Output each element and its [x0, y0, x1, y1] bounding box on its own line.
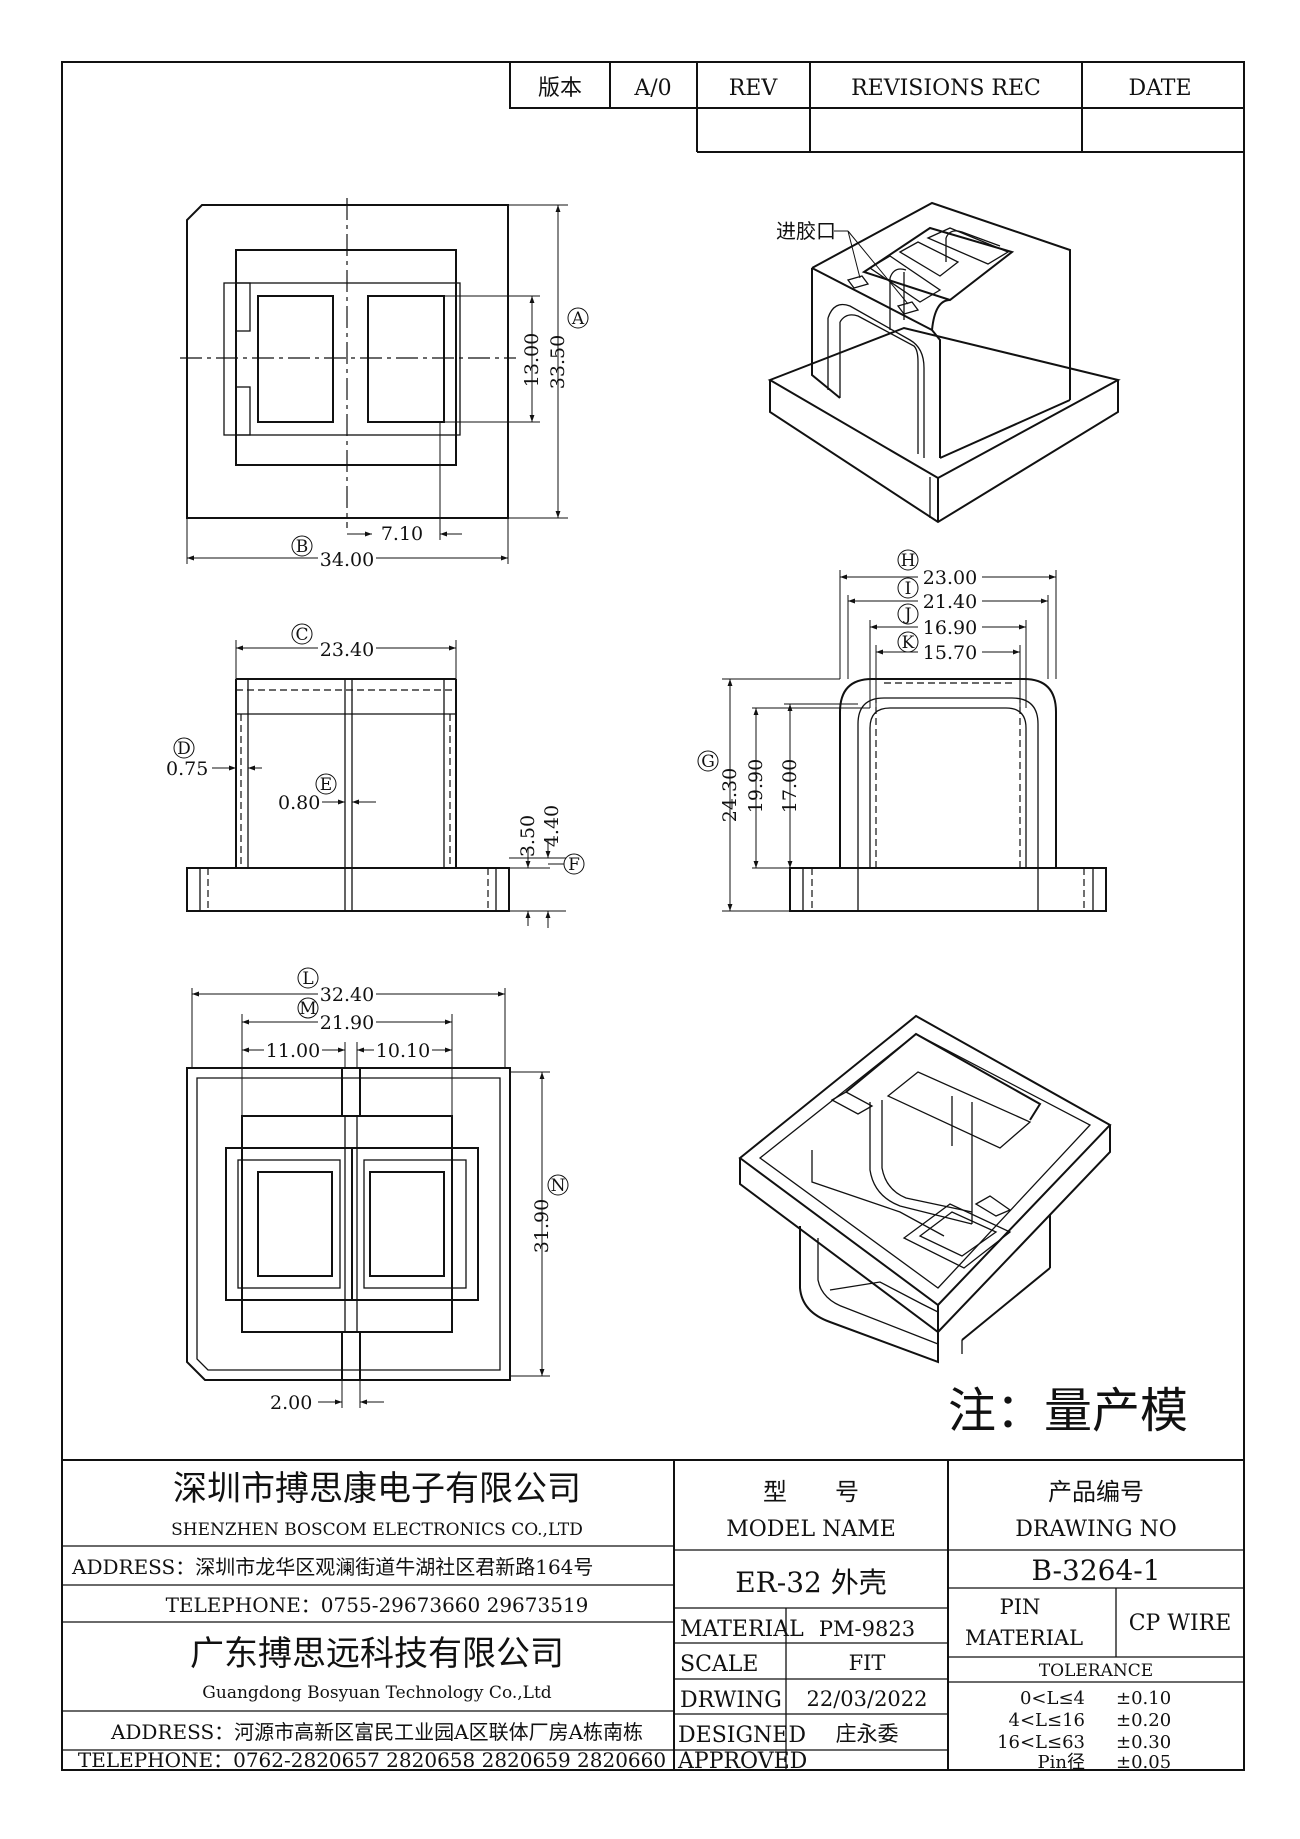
- approved-label: APPROVED: [677, 1749, 807, 1774]
- front-view: 23.40 C 0.75 D 0.80 E 3.50 4.40 F: [166, 623, 585, 928]
- dim-16.90: 16.90: [923, 617, 977, 639]
- tolerance-range: 0<L≤4: [1020, 1688, 1085, 1709]
- version-label: 版本: [538, 76, 582, 101]
- marker-K: K: [902, 633, 915, 653]
- dim-7.10: 7.10: [381, 523, 423, 545]
- company1-cn: 深圳市搏思康电子有限公司: [173, 1469, 581, 1509]
- model-en: MODEL NAME: [726, 1517, 896, 1542]
- marker-A: A: [571, 309, 585, 329]
- tolerance-list: 0<L≤4 ±0.10 4<L≤16 ±0.20 16<L≤63 ±0.30 P…: [997, 1688, 1171, 1773]
- top-view: 33.50 A 13.00 34.00 B 7.10: [180, 198, 589, 571]
- marker-J: J: [903, 605, 912, 625]
- dim-0.75: 0.75: [166, 758, 208, 780]
- marker-N: N: [551, 1176, 566, 1196]
- tolerance-value: ±0.20: [1116, 1710, 1171, 1731]
- drawing-en: DRAWING NO: [1015, 1517, 1177, 1542]
- marker-M: M: [299, 999, 316, 1019]
- dim-33.50: 33.50: [547, 335, 569, 389]
- material-label: MATERIAL: [680, 1617, 804, 1642]
- drawing-cn: 产品编号: [1048, 1478, 1144, 1506]
- dim-13.00: 13.00: [521, 333, 543, 387]
- side-view: 23.00 H 21.40 I 16.90 J 15.70 K 24.30 G: [697, 549, 1107, 912]
- designed-value: 庄永委: [836, 1722, 899, 1746]
- dim-0.80: 0.80: [278, 792, 320, 814]
- marker-D: D: [177, 739, 191, 759]
- tolerance-range: 4<L≤16: [1009, 1710, 1085, 1731]
- marker-I: I: [905, 579, 912, 599]
- address2: ADDRESS：河源市高新区富民工业园A区联体厂房A栋南栋: [110, 1720, 643, 1744]
- dim-31.90: 31.90: [531, 1199, 553, 1253]
- telephone1: TELEPHONE：0755-29673660 29673519: [166, 1593, 589, 1617]
- dim-10.10: 10.10: [376, 1040, 430, 1062]
- dim-15.70: 15.70: [923, 642, 977, 664]
- marker-B: B: [296, 537, 309, 557]
- designed-label: DESIGNED: [678, 1723, 806, 1748]
- material-value: PM-9823: [819, 1617, 915, 1641]
- dim-24.30: 24.30: [719, 768, 741, 822]
- dim-2.00: 2.00: [270, 1392, 312, 1414]
- company1-en: SHENZHEN BOSCOM ELECTRONICS CO.,LTD: [171, 1520, 583, 1540]
- company2-en: Guangdong Bosyuan Technology Co.,Ltd: [202, 1683, 552, 1703]
- tolerance-range: Pin径: [1038, 1752, 1085, 1773]
- model-value: ER-32 外壳: [735, 1566, 887, 1599]
- date-label: DATE: [1128, 76, 1191, 101]
- model-cn: 型 号: [763, 1478, 859, 1506]
- drawing-value: B-3264-1: [1031, 1554, 1160, 1587]
- marker-F: F: [568, 855, 580, 875]
- address1: ADDRESS：深圳市龙华区观澜街道牛湖社区君新路164号: [71, 1555, 593, 1579]
- dim-21.90: 21.90: [320, 1012, 374, 1034]
- tolerance-range: 16<L≤63: [997, 1732, 1085, 1753]
- marker-C: C: [295, 625, 308, 645]
- revision-table: 版本 A/0 REV REVISIONS REC DATE: [509, 62, 1244, 153]
- iso-view-bottom: [738, 1014, 1112, 1364]
- scale-value: FIT: [849, 1651, 886, 1675]
- telephone2: TELEPHONE：0762-2820657 2820658 2820659 2…: [78, 1748, 666, 1772]
- rev-label: REV: [729, 76, 779, 101]
- scale-label: SCALE: [680, 1652, 758, 1677]
- marker-G: G: [701, 752, 715, 772]
- dim-32.40: 32.40: [320, 984, 374, 1006]
- dim-4.40: 4.40: [541, 805, 563, 847]
- version-value: A/0: [633, 76, 671, 101]
- dim-3.50: 3.50: [517, 815, 539, 857]
- tolerance-value: ±0.05: [1116, 1752, 1171, 1773]
- marker-E: E: [320, 775, 332, 795]
- title-block: 深圳市搏思康电子有限公司 SHENZHEN BOSCOM ELECTRONICS…: [62, 1459, 1244, 1774]
- marker-L: L: [302, 969, 313, 989]
- iso-view-top: 进胶口: [767, 201, 1121, 524]
- tolerance-label: TOLERANCE: [1039, 1661, 1153, 1681]
- mass-production-note: 注：量产模: [948, 1383, 1188, 1439]
- marker-H: H: [901, 551, 916, 571]
- dim-11.00: 11.00: [266, 1040, 320, 1062]
- tolerance-value: ±0.30: [1116, 1732, 1171, 1753]
- dim-21.40: 21.40: [923, 591, 977, 613]
- sheet-border: [61, 61, 1245, 1771]
- tolerance-value: ±0.10: [1116, 1688, 1171, 1709]
- drwing-value: 22/03/2022: [806, 1687, 927, 1711]
- dim-19.90: 19.90: [745, 759, 767, 813]
- gate-label: 进胶口: [776, 219, 836, 243]
- pin-label: PIN: [1000, 1595, 1041, 1619]
- pin-material-value: CP WIRE: [1129, 1611, 1232, 1636]
- pin-material-label: MATERIAL: [965, 1626, 1083, 1650]
- dim-34.00: 34.00: [320, 549, 374, 571]
- revisions-label: REVISIONS REC: [851, 76, 1041, 101]
- dim-17.00: 17.00: [779, 759, 801, 813]
- dim-23.00: 23.00: [923, 567, 977, 589]
- bottom-view: 32.40 L 21.90 M 11.00 10.10 31.90 N 2.00: [186, 967, 569, 1414]
- drwing-label: DRWING: [680, 1688, 782, 1713]
- company2-cn: 广东搏思远科技有限公司: [190, 1634, 564, 1674]
- dim-23.40: 23.40: [320, 639, 374, 661]
